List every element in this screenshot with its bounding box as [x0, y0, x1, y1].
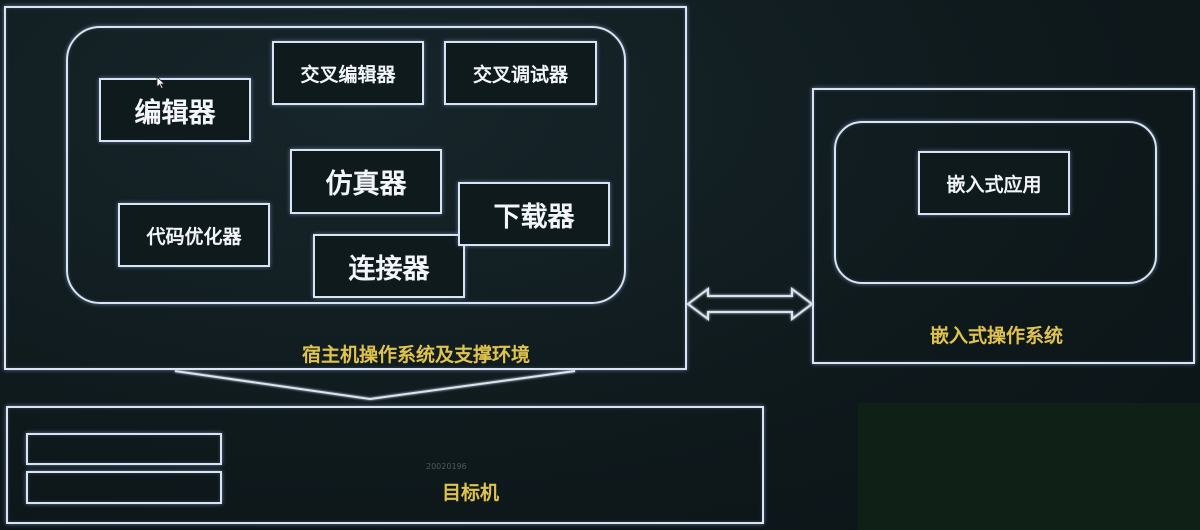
downloader-box: 下载器 — [458, 182, 610, 246]
embedded-os-label: 嵌入式操作系统 — [930, 325, 1064, 347]
target-slot-1 — [26, 433, 222, 465]
mouse-cursor-icon — [156, 76, 166, 90]
watermark-text: 20020196 — [426, 462, 467, 471]
target-machine-label: 目标机 — [442, 482, 500, 504]
simulator-box: 仿真器 — [290, 149, 442, 214]
cross-debugger-label: 交叉调试器 — [472, 63, 568, 86]
embedded-os-box — [812, 88, 1195, 364]
host-environment-box — [4, 6, 687, 370]
bidirectional-arrow — [686, 287, 814, 321]
code-optimizer-label: 代码优化器 — [146, 225, 242, 248]
linker-label: 连接器 — [348, 253, 430, 285]
code-optimizer-box: 代码优化器 — [118, 203, 270, 267]
host-os-label: 宿主机操作系统及支撑环境 — [302, 344, 531, 366]
embedded-app-box: 嵌入式应用 — [918, 151, 1070, 215]
cross-editor-box: 交叉编辑器 — [272, 41, 424, 105]
cross-editor-label: 交叉编辑器 — [300, 63, 396, 86]
background-patch — [858, 403, 1200, 530]
linker-box: 连接器 — [313, 234, 465, 298]
down-arrow — [174, 370, 576, 401]
embedded-app-container — [834, 121, 1157, 284]
editor-box: 编辑器 — [99, 78, 251, 142]
target-slot-2 — [26, 471, 222, 504]
host-tools-container — [66, 26, 626, 304]
simulator-label: 仿真器 — [325, 169, 407, 200]
downloader-label: 下载器 — [493, 201, 575, 233]
embedded-app-label: 嵌入式应用 — [946, 173, 1042, 196]
editor-label: 编辑器 — [134, 97, 216, 129]
target-machine-box — [6, 406, 764, 524]
cross-debugger-box: 交叉调试器 — [444, 41, 597, 105]
